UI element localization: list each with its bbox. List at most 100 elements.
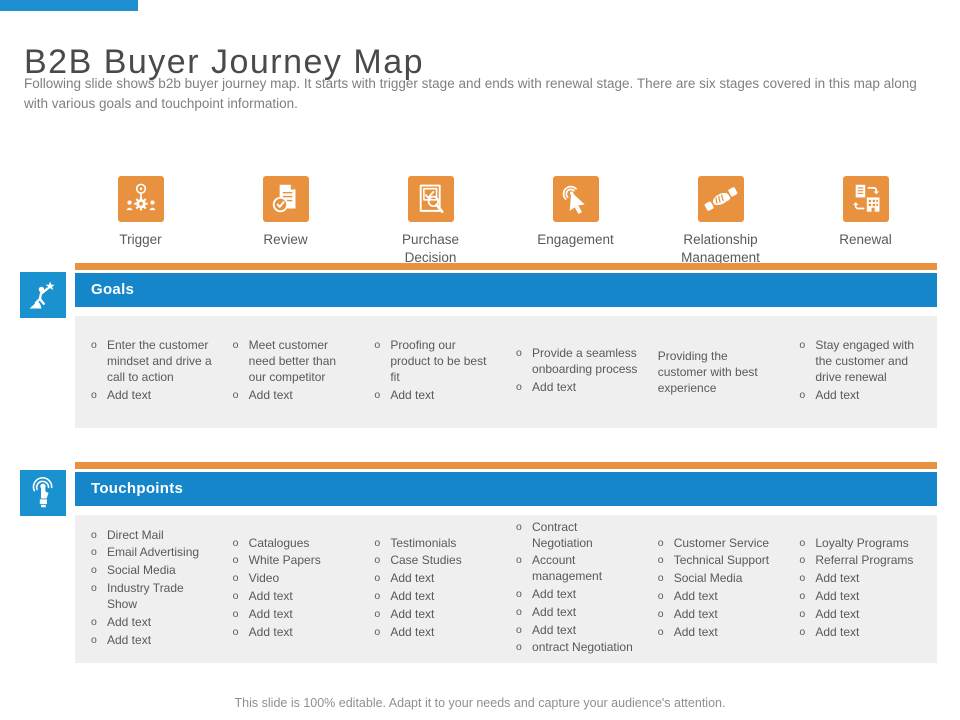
bullet-item: o Add text: [233, 625, 355, 641]
bullet-marker: o: [374, 339, 381, 352]
stage-label: Trigger: [119, 232, 162, 247]
bullet-item: o Add text: [799, 589, 921, 605]
bullet-marker: o: [91, 528, 97, 541]
bullet-marker: o: [91, 615, 97, 628]
bullet-item: o Add text: [658, 607, 780, 623]
bullet-text: Add text: [390, 624, 435, 639]
bullet-text: Add text: [673, 589, 718, 603]
bullet-marker: o: [91, 633, 97, 646]
bullet-text: Add text: [248, 624, 293, 639]
bullet-marker: o: [657, 572, 664, 585]
bullet-text: Customer Service: [673, 535, 770, 550]
bullet-text: White Papers: [248, 553, 321, 568]
bullet-text: Technical Support: [673, 553, 770, 568]
bullet-item: o Testimonials: [374, 536, 496, 552]
stage-label: Renewal: [839, 232, 892, 247]
goals-column: o Stay engaged with the customer and dri…: [789, 338, 931, 405]
bullet-marker: o: [232, 607, 239, 620]
stage-row: Trigger Review Purchase Decision Engagem…: [68, 176, 938, 266]
bullet-text: Add text: [107, 632, 152, 647]
bullet-item: o Case Studies: [374, 553, 496, 569]
bullet-text: Enter the customer mindset and drive a c…: [107, 338, 212, 384]
bullet-marker: o: [799, 339, 806, 352]
bullet-marker: o: [799, 590, 806, 602]
slide-description: Following slide shows b2b buyer journey …: [24, 76, 917, 111]
bullet-marker: o: [232, 339, 239, 352]
stage-item: Trigger: [68, 176, 213, 266]
bullet-item: o Add text: [374, 589, 496, 605]
bullet-marker: o: [657, 625, 664, 638]
bullet-text: Add text: [390, 387, 435, 402]
bullet-item: o Add text: [799, 607, 921, 623]
bullet-item: o Add text: [233, 589, 355, 605]
goals-column: Providing the customer with best experie…: [648, 348, 790, 397]
bullet-text: ontract Negotiation: [532, 640, 633, 655]
bullet-item: o Add text: [658, 625, 780, 641]
bullet-item: o Add text: [374, 625, 496, 641]
stage-icon-box: [842, 176, 889, 222]
bullet-marker: o: [657, 590, 664, 602]
top-accent-bar: [0, 0, 138, 11]
bullet-item: o Add text: [516, 605, 638, 621]
bullet-marker: o: [374, 388, 381, 401]
bullet-marker: o: [516, 588, 522, 600]
renewal-icon: [852, 184, 879, 212]
bullet-marker: o: [232, 554, 239, 567]
bullet-marker: o: [374, 572, 381, 585]
stage-icon-box: [697, 176, 744, 222]
bullet-item: o Add text: [516, 623, 638, 639]
bullet-item: o Provide a seamless onboarding process: [516, 346, 638, 378]
bullet-marker: o: [232, 590, 239, 602]
bullet-marker: o: [799, 572, 806, 585]
bullet-item: o Technical Support: [658, 553, 780, 569]
stage-item: Review: [213, 176, 358, 266]
broadcast-people-icon: [125, 183, 156, 211]
touch-tap-icon: [32, 477, 53, 508]
bullet-item: o Enter the customer mindset and drive a…: [91, 338, 213, 385]
editable-note: This slide is 100% editable. Adapt it to…: [234, 696, 726, 710]
bullet-text: Add text: [673, 606, 718, 621]
bullet-item: o Referral Programs: [799, 553, 921, 569]
bullet-item: o Customer Service: [658, 536, 780, 552]
climber-star-icon: [29, 281, 55, 309]
stage-label: Purchase Decision: [401, 232, 460, 265]
goals-column: o Provide a seamless onboarding process o…: [506, 346, 648, 397]
bullet-text: Social Media: [107, 563, 176, 578]
bullet-item: o Meet customer need better than our com…: [233, 338, 355, 385]
bullet-marker: o: [232, 625, 239, 638]
stage-icon-box: [117, 176, 164, 222]
stage-label: Review: [263, 232, 308, 247]
bullet-marker: o: [657, 554, 664, 567]
bullet-item: o Contract Negotiation: [516, 520, 638, 552]
bullet-text: Contract Negotiation: [532, 519, 593, 550]
stage-icon-box: [552, 176, 599, 222]
bullet-text: Meet customer need better than our compe…: [248, 338, 337, 384]
stage-item: Relationship Management: [648, 176, 793, 266]
bullet-marker: o: [799, 536, 806, 549]
bullet-text: Stay engaged with the customer and drive…: [815, 338, 915, 384]
bullet-marker: o: [657, 536, 664, 549]
bullet-item: o Add text: [91, 388, 213, 404]
bullet-text: Video: [248, 571, 280, 586]
bullet-item: o Email Advertising: [91, 545, 213, 561]
bullet-item: o Stay engaged with the customer and dri…: [799, 338, 921, 385]
bullet-marker: o: [516, 605, 522, 618]
bullet-item: o Direct Mail: [91, 528, 213, 544]
stage-icon-box: [407, 176, 454, 222]
bullet-marker: o: [91, 546, 97, 559]
bullet-text: Social Media: [673, 571, 743, 586]
bullet-item: o ontract Negotiation: [516, 640, 638, 656]
touchpoints-section-header: Touchpoints: [75, 472, 937, 506]
bullet-marker: o: [516, 380, 522, 393]
document-review-icon: [272, 184, 295, 213]
bullet-item: o Add text: [658, 589, 780, 605]
bullet-marker: o: [799, 625, 806, 638]
bullet-text: Add text: [532, 587, 577, 601]
bullet-item: o Add text: [374, 571, 496, 587]
bullet-text: Add text: [107, 614, 152, 629]
bullet-marker: o: [91, 582, 97, 595]
goals-accent-strip: [75, 263, 937, 270]
bullet-text: Referral Programs: [815, 553, 914, 568]
bullet-item: o White Papers: [233, 553, 355, 569]
